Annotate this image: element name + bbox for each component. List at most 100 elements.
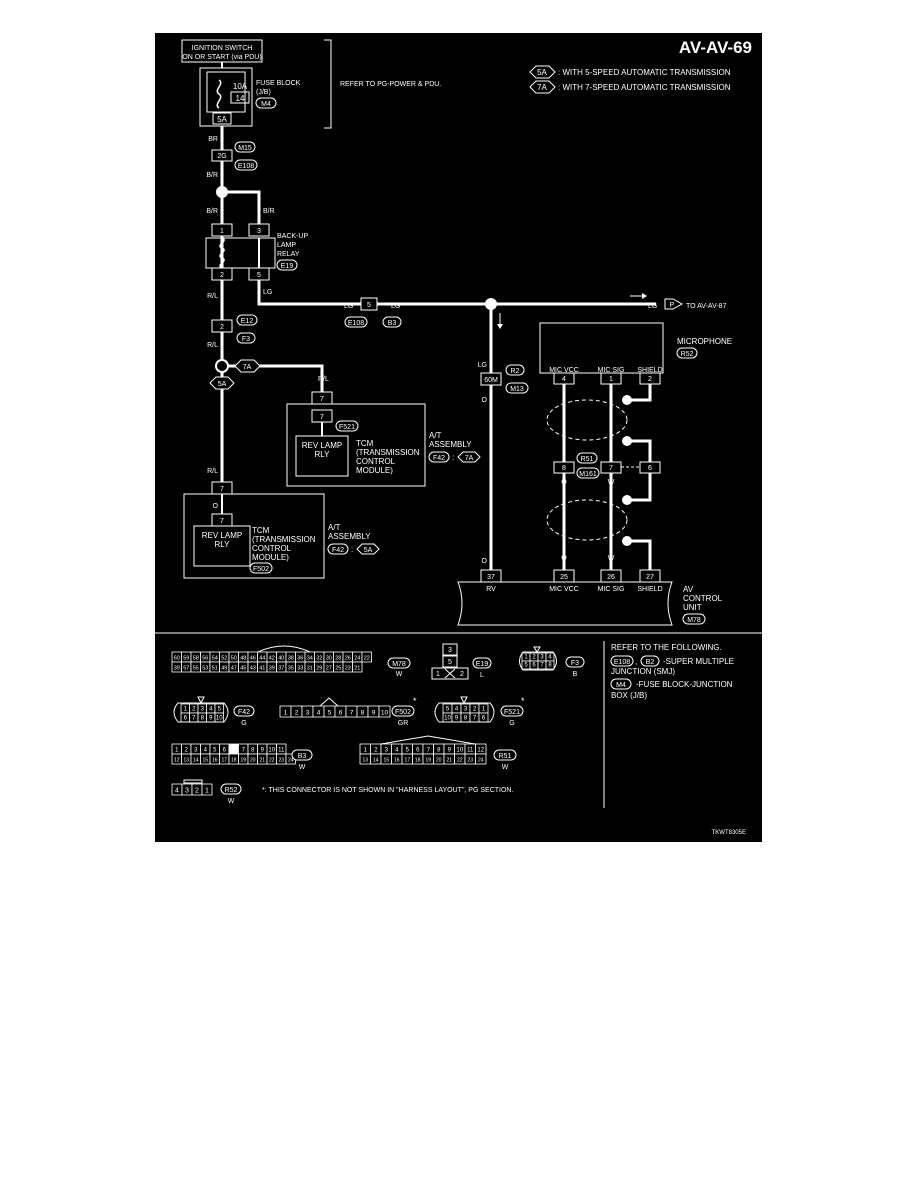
f502-cell — [378, 705, 391, 718]
tcm5-label1: TCM — [252, 526, 270, 535]
tcm5-rly-label2: RLY — [215, 540, 231, 549]
av-pin25 — [553, 569, 575, 583]
b3-view-name: B3 — [298, 753, 307, 760]
fuse-block-label1: FUSE BLOCK — [256, 80, 301, 87]
m4-tag — [255, 97, 277, 109]
wire-label-lg-1: LG — [263, 289, 272, 296]
m78-bottom-cell-label: 39 — [269, 666, 275, 672]
m78-top-cell-label: 58 — [193, 656, 199, 662]
fuse-icon — [216, 79, 222, 109]
m78-tag-text: M78 — [687, 617, 701, 624]
b3-bottom-cell-label: 15 — [202, 758, 208, 764]
diagram-code: TKWT8305E — [712, 830, 746, 836]
b3-bottom-cell-label: 12 — [174, 758, 180, 764]
refer-e108-text: E108 — [614, 659, 630, 666]
m78-bottom-cell-label: 53 — [202, 666, 208, 672]
e19-x-icon-2 — [444, 668, 456, 679]
fuse-pin-box — [212, 112, 232, 125]
m78-top-cell-label: 52 — [221, 656, 227, 662]
r2-tag — [505, 364, 525, 376]
wire-shield-2 — [627, 439, 652, 462]
m78-bottom-cell-label: 55 — [193, 666, 199, 672]
tcm7-label1: TCM — [356, 439, 374, 448]
tag-5a — [529, 65, 556, 79]
branch-tag-5a-text: 5A — [218, 381, 227, 388]
mic-pin4-text: 4 — [562, 376, 566, 383]
av-rv-label: RV — [486, 586, 496, 593]
m78-bottom-cell-label: 31 — [307, 666, 313, 672]
f42-top-cell-label: 5 — [218, 707, 222, 713]
junction-60m — [480, 372, 502, 386]
f3-view-body — [519, 651, 557, 671]
r52-cell — [201, 783, 213, 796]
wire-label-rl-3: R/L — [318, 376, 329, 383]
f502-cell-label: 9 — [372, 710, 376, 717]
r51-top-cell-label: 12 — [477, 748, 484, 754]
r52-cell-label: 2 — [195, 788, 199, 795]
f502-cell-label: 5 — [328, 710, 332, 717]
r51-bottom-cell-label: 23 — [467, 758, 473, 764]
junction-5 — [360, 297, 378, 311]
wire-label-rl-1: R/L — [207, 293, 218, 300]
m78-bottom-cell-label: 47 — [231, 666, 237, 672]
f502-cell-label: 6 — [339, 710, 343, 717]
wire-label-o-1: O — [482, 397, 488, 404]
r51-bottom-cell-label: 15 — [383, 758, 389, 764]
f42-top-cell-label: 2 — [192, 707, 196, 713]
f521-bottom-cell-label: 8 — [464, 716, 468, 722]
f3-view-color: B — [573, 671, 578, 678]
fuse-amps: 10A — [233, 82, 248, 91]
refer-smj1: -SUPER MULTIPLE — [663, 657, 734, 666]
b3-tag — [382, 316, 402, 328]
wire-label-w-2: W — [608, 555, 615, 562]
asm7-label2: ASSEMBLY — [429, 440, 472, 449]
r51-bottom-cell-label: 16 — [394, 758, 400, 764]
m78-top-cell-label: 30 — [326, 656, 332, 662]
m78-top-cell-label: 28 — [335, 656, 341, 662]
f42-tag-7a — [428, 451, 450, 463]
wire-label-lg-4: LG — [648, 303, 657, 310]
m78-top-cell-label: 36 — [297, 656, 303, 662]
e108-tag-2-text: E108 — [348, 320, 364, 327]
tcm7-rly-label2: RLY — [315, 450, 331, 459]
r51-top-cell-label: 1 — [364, 748, 368, 754]
b3-view-color: W — [299, 764, 306, 771]
m78-top-cell-label: 40 — [278, 656, 284, 662]
junction-2g — [211, 149, 233, 162]
m161-tag — [576, 467, 600, 479]
to-av87-flag — [664, 298, 684, 310]
refer-m4-text: M4 — [616, 682, 626, 689]
b3-top-cell-label: 6 — [223, 748, 227, 754]
av-pin25-text: 25 — [560, 574, 568, 581]
wire-label-rl-4: R/L — [207, 468, 218, 475]
m78-bottom-cell-label: 37 — [278, 666, 284, 672]
m78-tag — [682, 613, 706, 625]
refer-title: REFER TO THE FOLLOWING. — [611, 643, 722, 652]
m78-bottom-cell-label: 23 — [345, 666, 351, 672]
to-av87-flag-text: P — [670, 302, 675, 309]
relay-pin3 — [248, 223, 270, 237]
f42-top-cell-label: 4 — [209, 707, 213, 713]
wire-label-o-5: O — [561, 555, 567, 562]
f521-view-tag — [500, 705, 524, 717]
av-pin27 — [639, 569, 661, 583]
m78-lock — [257, 645, 311, 653]
f3-tag — [236, 332, 256, 344]
m78-view-name: M78 — [392, 661, 406, 668]
b3-top-cell-label: 11 — [278, 748, 285, 754]
m78-bottom-cell-label: 29 — [316, 666, 322, 672]
m78-bottom-cell — [352, 661, 363, 673]
asm5-tag-text: 5A — [364, 547, 373, 554]
m78-top-cell-label: 56 — [202, 656, 208, 662]
to-av87-label: TO AV-AV-87 — [686, 303, 727, 310]
f521-tag — [335, 420, 359, 432]
b3-top-cell-label: 1 — [175, 748, 179, 754]
r2-tag-text: R2 — [511, 368, 520, 375]
junction-5-text: 5 — [367, 302, 371, 309]
m78-bottom-cell-label: 45 — [240, 666, 246, 672]
b3-bottom-cell-label: 16 — [212, 758, 218, 764]
b3-top-cell-label: 8 — [251, 748, 255, 754]
f42-bottom-cell-label: 6 — [184, 716, 188, 722]
f502-cell-label: 2 — [295, 710, 299, 717]
f521-bottom-cell-label: 7 — [473, 716, 477, 722]
